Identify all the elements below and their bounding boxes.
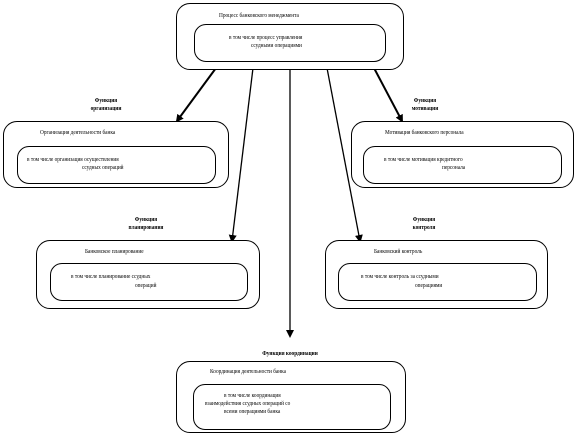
arrow-to-motivation bbox=[373, 67, 403, 123]
motivation-title: Мотивация банковского персонала bbox=[385, 129, 464, 136]
coordination-inner-line3: всеми операциями банка bbox=[224, 408, 281, 415]
planning-inner-line1: в том числе планирование ссудных bbox=[71, 273, 151, 280]
planning-function-label: Функция планирования bbox=[120, 216, 172, 231]
top-process-inner-line2: ссудными операциями bbox=[251, 42, 302, 49]
organization-inner-line2: ссудных операций bbox=[82, 164, 124, 171]
coordination-function-text: Функция координации bbox=[262, 350, 318, 357]
top-process-title: Процесс банковского менеджмента bbox=[219, 12, 299, 19]
organization-inner-box: в том числе организация осуществления сс… bbox=[17, 146, 216, 184]
arrow-to-organization bbox=[175, 67, 217, 123]
organization-inner-line1: в том числе организация осуществления bbox=[27, 156, 119, 163]
motivation-function-line1: Функция bbox=[413, 97, 437, 104]
motivation-function-label: Функция мотивации bbox=[399, 97, 451, 112]
coordination-inner-line2: взаимодействия ссудных операций со bbox=[205, 400, 291, 407]
motivation-inner-box: в том числе мотивация кредитного персона… bbox=[363, 146, 562, 184]
planning-inner-box: в том числе планирование ссудных операци… bbox=[50, 263, 248, 301]
arrow-to-control bbox=[326, 67, 363, 243]
planning-inner-line2: операций bbox=[135, 282, 157, 289]
control-box: Банковский контроль в том числе контроль… bbox=[325, 240, 548, 309]
organization-title: Организация деятельности банка bbox=[40, 129, 116, 136]
control-title: Банковский контроль bbox=[374, 248, 423, 255]
motivation-inner-line2: персонала bbox=[442, 164, 466, 171]
planning-function-line1: Функция bbox=[134, 216, 158, 223]
top-process-inner-box: в том числе процесс управления ссудными … bbox=[194, 24, 386, 62]
motivation-inner-line1: в том числе мотивация кредитного bbox=[384, 156, 463, 163]
organization-function-label: Функция организации bbox=[80, 97, 132, 112]
organization-box: Организация деятельности банка в том чис… bbox=[3, 121, 229, 188]
planning-title: Банковское планирование bbox=[85, 248, 144, 255]
coordination-inner-line1: в том числе координация bbox=[224, 392, 281, 399]
control-inner-line1: в том числе контроль за ссудными bbox=[361, 273, 439, 280]
coordination-function-label: Функция координации bbox=[230, 350, 350, 358]
control-function-label: Функция контроля bbox=[398, 216, 450, 231]
motivation-function-line2: мотивации bbox=[411, 104, 439, 112]
control-function-line2: контроля bbox=[412, 223, 436, 231]
organization-function-line1: Функция bbox=[94, 97, 118, 104]
control-inner-box: в том числе контроль за ссудными операци… bbox=[338, 263, 537, 301]
control-function-line1: Функция bbox=[412, 216, 436, 223]
top-process-box: Процесс банковского менеджмента в том чи… bbox=[176, 3, 404, 70]
planning-box: Банковское планирование в том числе план… bbox=[36, 240, 260, 309]
organization-function-line2: организации bbox=[90, 104, 122, 112]
coordination-inner-box: в том числе координация взаимодействия с… bbox=[193, 384, 391, 430]
coordination-box: Координация деятельности банка в том чис… bbox=[176, 361, 406, 433]
arrow-to-planning bbox=[228, 67, 254, 243]
coordination-title: Координация деятельности банка bbox=[210, 368, 287, 375]
top-process-inner-line1: в том числе процесс управления bbox=[229, 34, 303, 41]
motivation-box: Мотивация банковского персонала в том чи… bbox=[351, 121, 574, 188]
planning-function-line2: планирования bbox=[128, 223, 164, 231]
control-inner-line2: операциями bbox=[415, 282, 443, 289]
